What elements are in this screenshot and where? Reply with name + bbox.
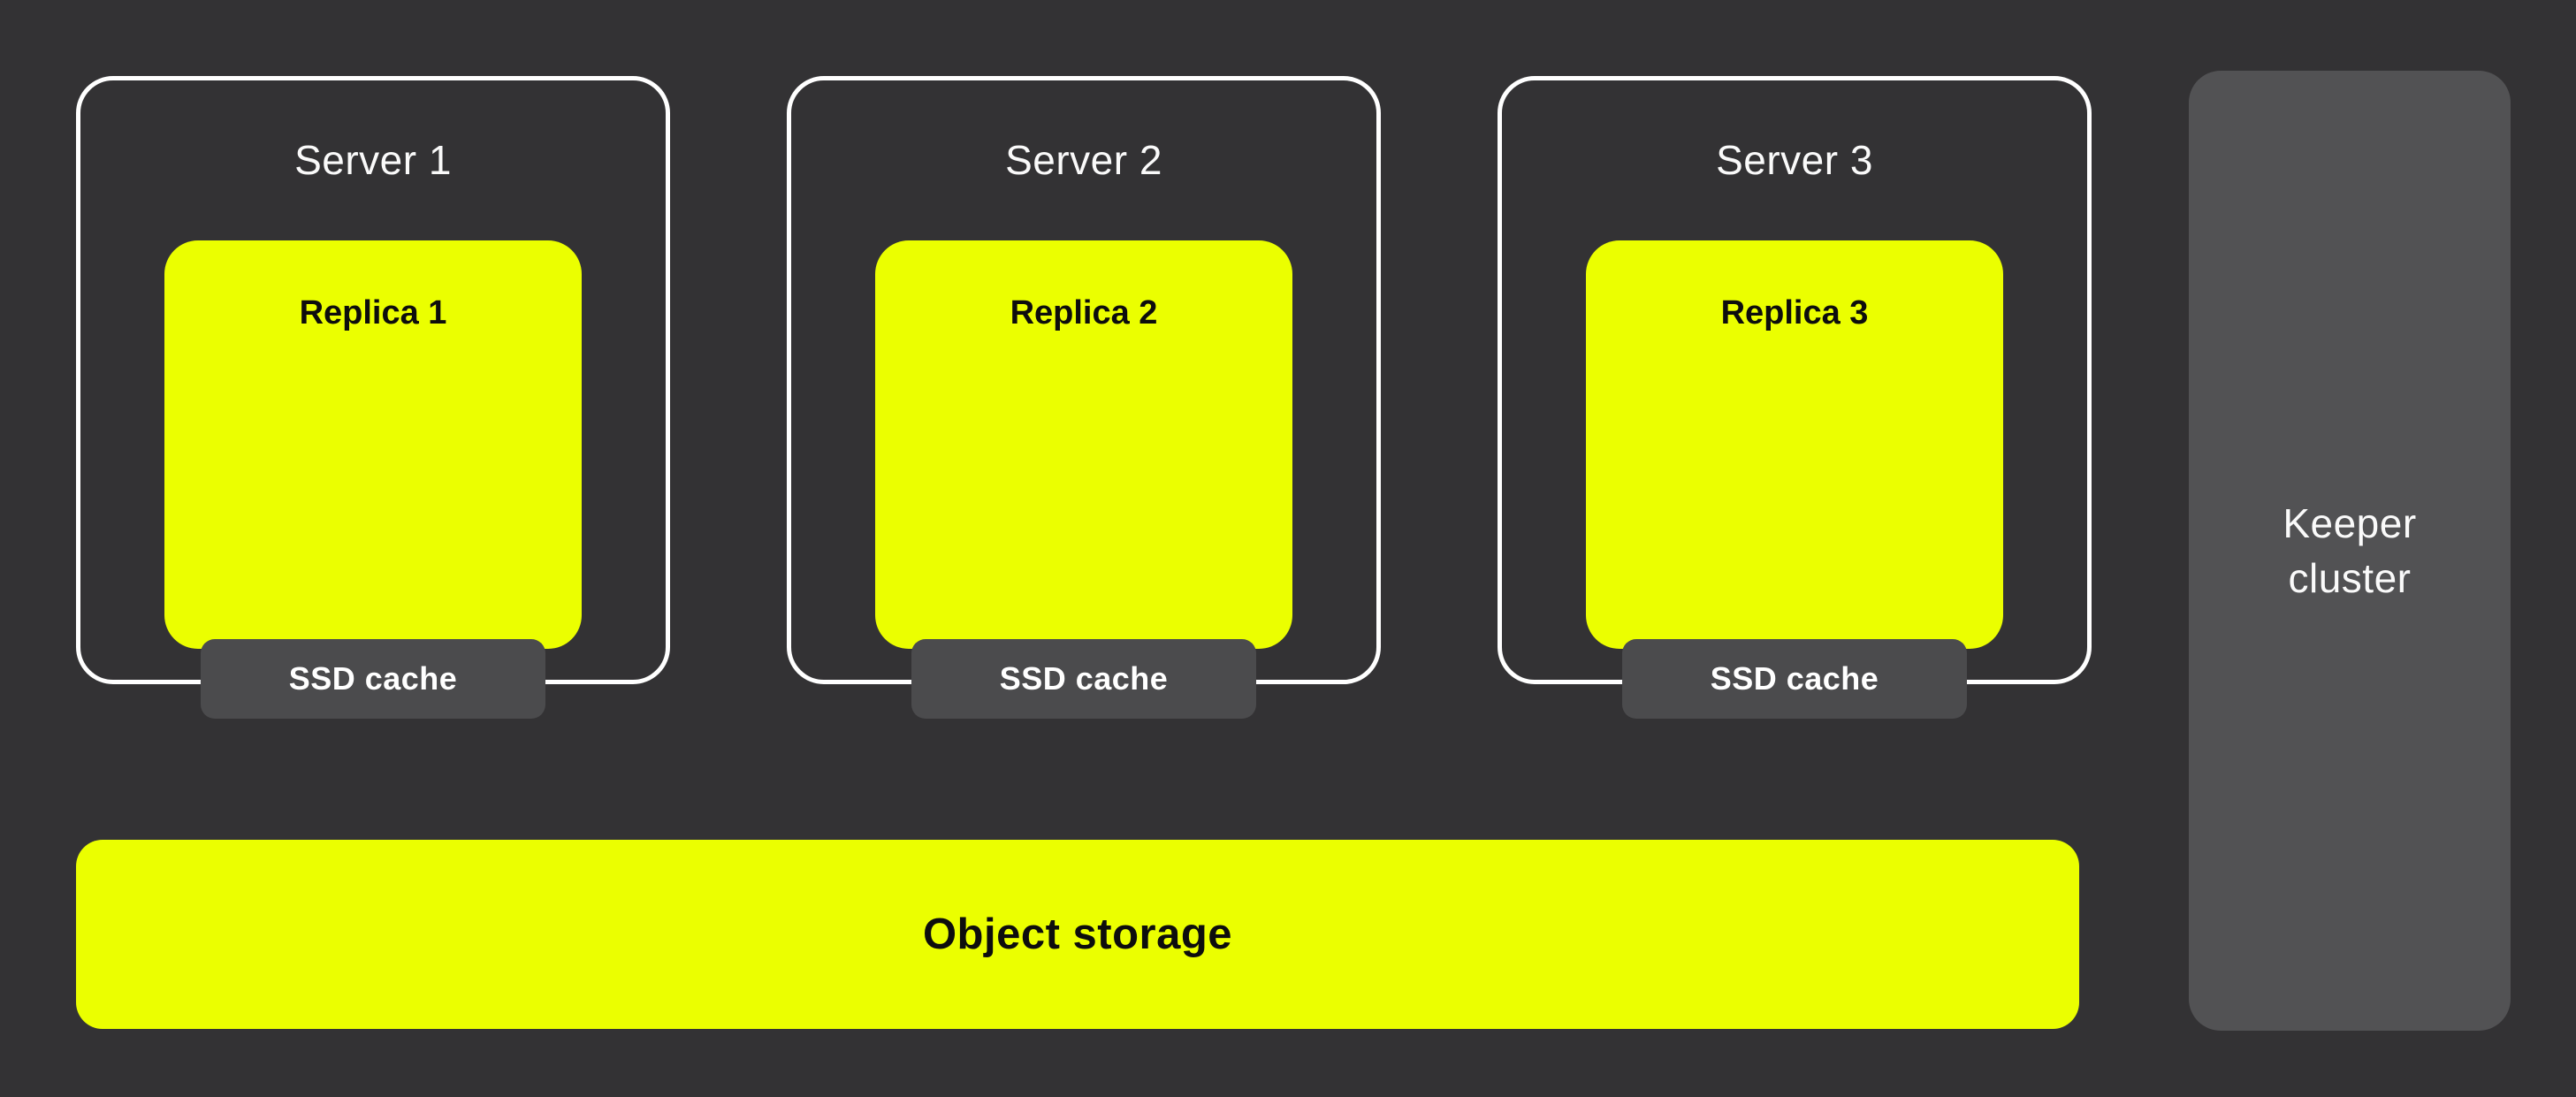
- replica-3-box: Replica 3: [1586, 240, 2003, 649]
- ssd-cache-3-box: SSD cache: [1622, 639, 1967, 719]
- server-1-label: Server 1: [294, 137, 452, 183]
- ssd-cache-1-label: SSD cache: [288, 660, 458, 697]
- object-storage-label: Object storage: [922, 910, 1233, 958]
- ssd-cache-2-label: SSD cache: [999, 660, 1169, 697]
- ssd-cache-1-box: SSD cache: [201, 639, 545, 719]
- ssd-cache-2-box: SSD cache: [911, 639, 1256, 719]
- replica-1-label: Replica 1: [299, 294, 447, 331]
- server-1-box: Server 1 Replica 1 SSD cache: [76, 76, 670, 719]
- ssd-cache-3-label: SSD cache: [1710, 660, 1879, 697]
- server-3-box: Server 3 Replica 3 SSD cache: [1498, 76, 2092, 719]
- keeper-cluster-box: Keeper cluster: [2189, 71, 2511, 1031]
- object-storage-box: Object storage: [76, 840, 2079, 1029]
- keeper-cluster-label: Keeper cluster: [2283, 500, 2417, 601]
- server-2-box: Server 2 Replica 2 SSD cache: [787, 76, 1381, 719]
- replica-1-box: Replica 1: [164, 240, 582, 649]
- replica-3-label: Replica 3: [1720, 294, 1869, 331]
- replica-2-box: Replica 2: [875, 240, 1292, 649]
- server-2-label: Server 2: [1005, 137, 1162, 183]
- replica-2-label: Replica 2: [1010, 294, 1158, 331]
- server-3-label: Server 3: [1716, 137, 1873, 183]
